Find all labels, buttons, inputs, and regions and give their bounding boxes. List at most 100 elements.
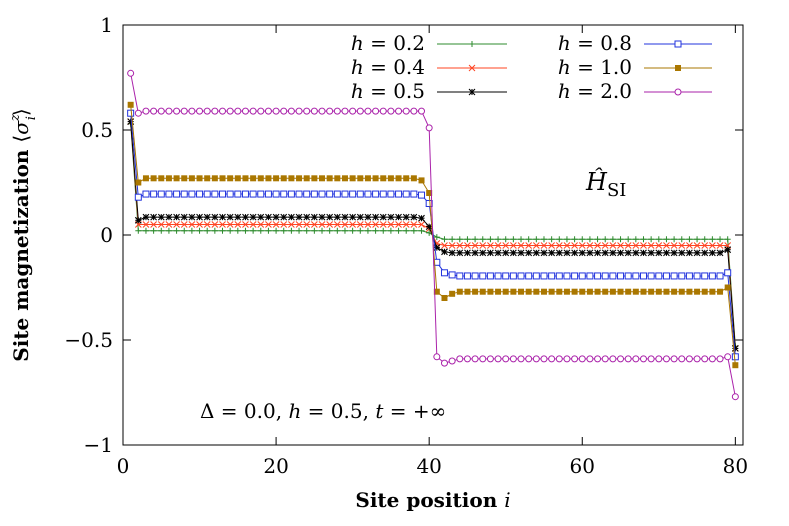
- data-point: [433, 288, 440, 295]
- data-point: [532, 242, 540, 249]
- data-point: [639, 355, 647, 363]
- y-axis-title: Site magnetization ⟨σzi⟩: [8, 108, 39, 361]
- data-point: [571, 242, 578, 249]
- data-point: [716, 355, 724, 363]
- data-point: [472, 288, 479, 295]
- data-point: [502, 355, 510, 363]
- legend-item: h = 1.0: [558, 55, 712, 79]
- data-point: [471, 242, 479, 249]
- data-point: [280, 190, 288, 198]
- data-point: [287, 107, 295, 115]
- data-point: [341, 227, 348, 234]
- data-point: [670, 272, 678, 280]
- data-point: [196, 175, 203, 182]
- data-point: [203, 107, 211, 115]
- data-point: [273, 175, 280, 182]
- data-point: [219, 190, 227, 198]
- series-line: [130, 73, 736, 397]
- data-point: [609, 272, 617, 280]
- data-point: [349, 107, 357, 115]
- data-point: [640, 236, 647, 243]
- legend-item: h = 0.4: [351, 55, 507, 79]
- data-point: [678, 272, 686, 280]
- data-point: [571, 272, 579, 280]
- data-point: [188, 175, 195, 182]
- data-point: [686, 288, 693, 295]
- data-point: [173, 213, 180, 221]
- data-point: [502, 288, 509, 295]
- data-point: [425, 223, 433, 230]
- data-point: [571, 236, 578, 243]
- data-point: [142, 107, 150, 115]
- data-point: [257, 107, 265, 115]
- data-point: [295, 213, 303, 221]
- data-point: [226, 190, 234, 198]
- data-point: [387, 107, 395, 115]
- data-point: [402, 221, 410, 228]
- data-point: [441, 242, 448, 249]
- data-point: [250, 227, 257, 234]
- y-tick-label: 0: [100, 223, 113, 247]
- data-point: [226, 221, 234, 228]
- data-point: [402, 213, 410, 221]
- data-point: [341, 190, 349, 198]
- data-point: [349, 190, 357, 198]
- data-point: [165, 107, 173, 115]
- data-point: [440, 359, 448, 367]
- data-point: [173, 190, 181, 198]
- data-point: [540, 355, 548, 363]
- data-point: [311, 227, 318, 234]
- data-point: [341, 107, 349, 115]
- data-point: [311, 175, 318, 182]
- data-point: [211, 213, 219, 221]
- data-point: [533, 236, 540, 243]
- data-point: [655, 272, 663, 280]
- data-point: [257, 221, 265, 228]
- data-point: [487, 236, 494, 243]
- x-tick-label: 60: [570, 454, 595, 478]
- data-point: [640, 288, 647, 295]
- data-point: [647, 355, 655, 363]
- data-point: [724, 284, 731, 291]
- data-point: [601, 249, 609, 257]
- data-point: [456, 242, 464, 249]
- data-point: [203, 221, 211, 228]
- data-point: [341, 221, 349, 228]
- data-point: [663, 288, 670, 295]
- data-point: [716, 249, 724, 257]
- data-point: [716, 272, 724, 280]
- data-point: [372, 107, 380, 115]
- data-point: [395, 213, 402, 221]
- data-point: [319, 175, 326, 182]
- data-point: [509, 249, 517, 257]
- data-point: [188, 227, 195, 234]
- data-point: [181, 227, 188, 234]
- data-point: [326, 227, 333, 234]
- data-point: [694, 288, 701, 295]
- x-tick-label: 40: [416, 454, 441, 478]
- data-point: [609, 249, 617, 257]
- data-point: [556, 288, 563, 295]
- data-point: [674, 88, 682, 96]
- data-point: [395, 227, 402, 234]
- data-point: [196, 227, 203, 234]
- data-point: [579, 288, 586, 295]
- data-point: [563, 242, 571, 249]
- data-point: [563, 288, 570, 295]
- legend-item: h = 2.0: [558, 79, 712, 103]
- data-point: [609, 355, 617, 363]
- data-point: [249, 213, 257, 221]
- data-point: [364, 213, 372, 221]
- data-point: [494, 249, 502, 257]
- data-point: [142, 221, 150, 228]
- data-point: [648, 236, 655, 243]
- data-point: [632, 355, 640, 363]
- data-point: [226, 213, 234, 221]
- data-point: [548, 288, 555, 295]
- data-point: [701, 288, 708, 295]
- data-point: [280, 175, 287, 182]
- data-point: [257, 213, 265, 221]
- data-point: [387, 227, 394, 234]
- data-point: [196, 213, 203, 221]
- data-point: [678, 288, 685, 295]
